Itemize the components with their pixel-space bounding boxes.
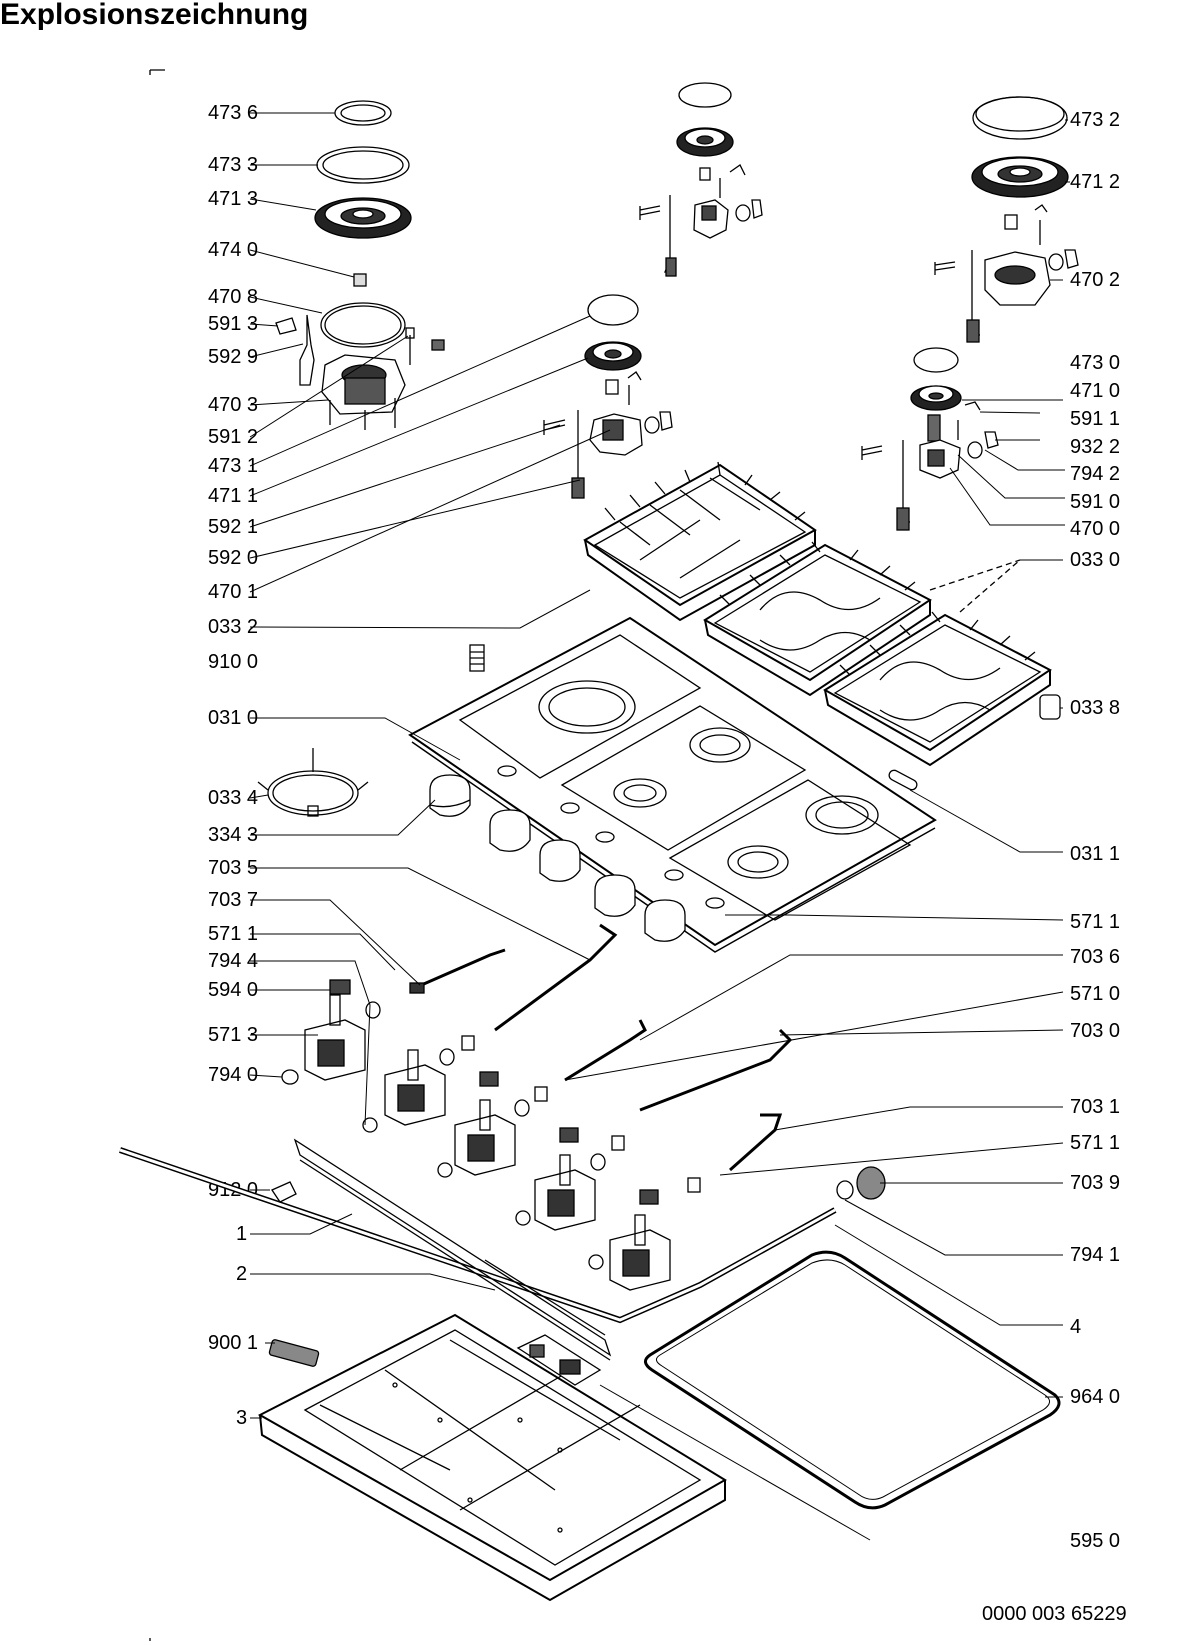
seal-ring [320, 302, 406, 348]
part-label-l-0334: 033 4 [208, 787, 259, 809]
part-label-l-9001: 900 1 [208, 1332, 259, 1354]
part-label-r-5711b: 571 1 [1070, 1132, 1121, 1154]
crown-4710 [910, 385, 962, 411]
part-label-l-3: 3 [236, 1407, 248, 1429]
part-label-r-7030: 703 0 [1070, 1020, 1121, 1042]
part-label-r-5911: 591 1 [1070, 408, 1121, 430]
part-label-l-7944: 794 4 [208, 950, 259, 972]
grate-0330-left [703, 541, 932, 697]
crown-centre-top [676, 127, 734, 157]
body-4702 [984, 251, 1051, 306]
part-label-l-5912: 591 2 [208, 426, 259, 448]
part-label-l-4713: 471 3 [208, 188, 259, 210]
page-title: Explosionszeichnung [0, 0, 309, 31]
part-label-r-5710: 571 0 [1070, 983, 1121, 1005]
cap-4731 [587, 294, 639, 326]
part-label-l-7940: 794 0 [208, 1064, 259, 1086]
part-label-r-5950: 595 0 [1070, 1530, 1121, 1552]
gas-tap-5713 [304, 979, 366, 1081]
thermocouple [299, 314, 315, 386]
part-label-l-4736: 473 6 [208, 102, 259, 124]
part-label-l-7037: 703 7 [208, 889, 259, 911]
part-label-l-3343: 334 3 [208, 824, 259, 846]
body-4701 [589, 413, 643, 456]
part-label-l-0310: 031 0 [208, 707, 259, 729]
part-label-l-4740: 474 0 [208, 239, 259, 261]
part-label-r-4700: 470 0 [1070, 518, 1121, 540]
part-label-r-7942: 794 2 [1070, 463, 1121, 485]
crown-4712 [971, 156, 1069, 198]
part-label-l-5713: 571 3 [208, 1024, 259, 1046]
part-label-l-9100: 910 0 [208, 651, 259, 673]
part-label-r-4712: 471 2 [1070, 171, 1121, 193]
seal-7941 [836, 1180, 854, 1200]
part-label-r-5910: 591 0 [1070, 491, 1121, 513]
bottom-tray [257, 1313, 727, 1602]
part-label-r-7941: 794 1 [1070, 1244, 1121, 1266]
part-label-r-4732: 473 2 [1070, 109, 1121, 131]
part-label-r-7031: 703 1 [1070, 1096, 1121, 1118]
part-label-l-5920: 592 0 [208, 547, 259, 569]
ignition-module-5950 [516, 1334, 602, 1386]
crown-4711 [584, 341, 642, 371]
part-label-r-7039: 703 9 [1070, 1172, 1121, 1194]
part-label-l-5711a: 571 1 [208, 923, 259, 945]
foot-0338 [1039, 694, 1061, 720]
part-label-r-9322: 932 2 [1070, 436, 1121, 458]
wok-ring-0334 [257, 748, 369, 817]
part-label-r-4702: 470 2 [1070, 269, 1121, 291]
grate-0332 [583, 461, 817, 622]
rail-1 [293, 1138, 612, 1357]
document-number: 0000 003 65229 [982, 1603, 1127, 1625]
part-label-r-7036: 703 6 [1070, 946, 1121, 968]
cap-centre-top [678, 82, 732, 108]
nozzle [353, 273, 367, 287]
part-label-l-4701: 470 1 [208, 581, 259, 603]
outer-ring [316, 146, 410, 184]
screw-9120 [271, 1181, 297, 1203]
part-label-l-2: 2 [236, 1263, 248, 1285]
part-label-r-5711a: 571 1 [1070, 911, 1121, 933]
knobs-3343 [429, 774, 686, 942]
seal-9640 [644, 1250, 1061, 1510]
pipe-7035 [494, 923, 618, 1032]
grate-0330-right [823, 611, 1052, 767]
part-label-l-4708: 470 8 [208, 286, 259, 308]
part-label-l-4731: 473 1 [208, 455, 259, 477]
part-label-r-4710: 471 0 [1070, 380, 1121, 402]
part-label-r-0338: 033 8 [1070, 697, 1121, 719]
burner-body-4703 [321, 354, 406, 430]
part-label-r-0311: 031 1 [1070, 843, 1121, 865]
part-label-l-5929: 592 9 [208, 346, 259, 368]
part-label-r-0330: 033 0 [1070, 549, 1121, 571]
wok-burner-crown [314, 197, 412, 239]
part-label-l-5940: 594 0 [208, 979, 259, 1001]
seal-0311 [888, 769, 918, 791]
part-label-l-5921: 592 1 [208, 516, 259, 538]
cap-4730 [913, 347, 959, 373]
pipe-7037 [409, 948, 506, 992]
gas-tap-4 [534, 1127, 596, 1231]
part-label-l-5913: 591 3 [208, 313, 259, 335]
part-label-r-4730: 473 0 [1070, 352, 1121, 374]
part-label-l-4711: 471 1 [208, 485, 259, 507]
gas-tap-5 [609, 1189, 671, 1291]
part-label-l-4703: 470 3 [208, 394, 259, 416]
part-label-l-4733: 473 3 [208, 154, 259, 176]
gas-tap-3 [454, 1071, 516, 1176]
valve-centre-top [693, 199, 729, 239]
part-label-l-1: 1 [236, 1223, 248, 1245]
clip-9001 [268, 1339, 320, 1367]
gas-tap-2 [384, 1049, 446, 1126]
part-label-l-0332: 033 2 [208, 616, 259, 638]
part-label-l-7035: 703 5 [208, 857, 259, 879]
body-4700 [919, 439, 961, 479]
part-label-r-9640: 964 0 [1070, 1386, 1121, 1408]
part-label-r-4: 4 [1070, 1316, 1082, 1338]
